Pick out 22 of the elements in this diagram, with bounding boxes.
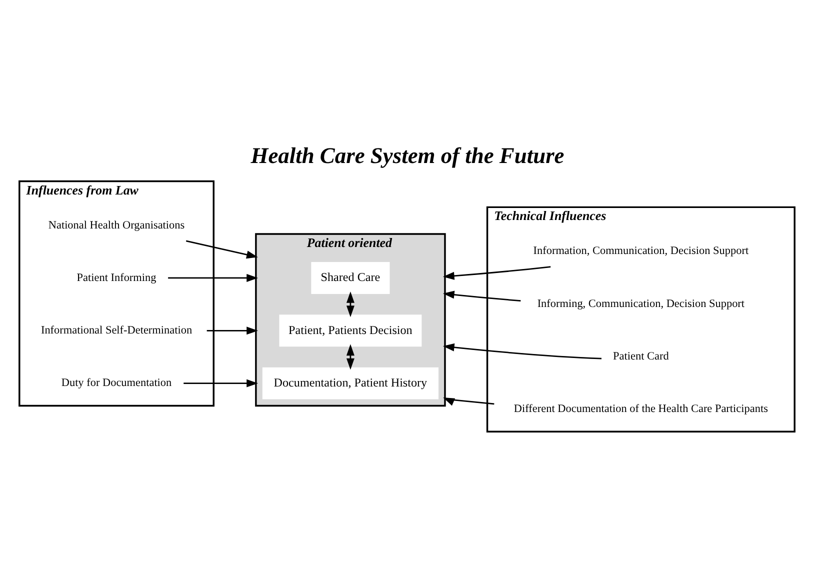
diagram-title: Health Care System of the Future bbox=[250, 142, 564, 168]
node-box: Shared Care bbox=[311, 262, 390, 294]
node-box: Patient, Patients Decision bbox=[279, 314, 422, 346]
node-text: Informational Self-Determination bbox=[40, 324, 192, 336]
node-text: Patient Card bbox=[613, 350, 669, 362]
node-text: Different Documentation of the Health Care Participants bbox=[514, 402, 768, 415]
arrow bbox=[186, 240, 258, 258]
arrow bbox=[346, 344, 354, 370]
arrow bbox=[168, 273, 258, 282]
node-text: Information, Communication, Decision Support bbox=[533, 244, 749, 257]
arrow bbox=[206, 326, 258, 334]
arrow bbox=[443, 396, 494, 406]
arrow bbox=[442, 266, 551, 280]
node-box: Documentation, Patient History bbox=[262, 366, 438, 399]
node-text: Patient Informing bbox=[76, 271, 156, 284]
arrow bbox=[346, 291, 354, 317]
node-text: National Health Organisations bbox=[48, 218, 185, 231]
node-text: Informing, Communication, Decision Support bbox=[537, 297, 745, 310]
arrow bbox=[442, 290, 521, 302]
arrow bbox=[184, 378, 258, 387]
arrow bbox=[442, 342, 602, 359]
node-text: Duty for Documentation bbox=[61, 376, 172, 389]
